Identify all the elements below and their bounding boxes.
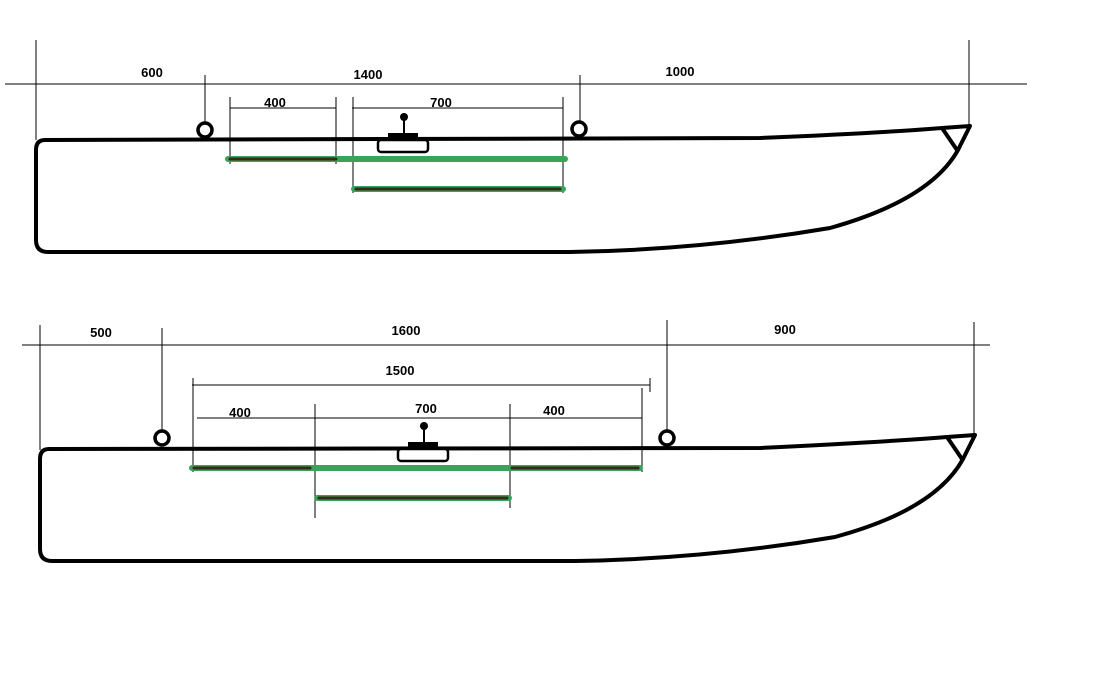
dim-label: 1500 <box>386 363 415 378</box>
ring-icon <box>658 429 676 447</box>
dim-label: 500 <box>90 325 112 340</box>
hull-bottom <box>38 433 977 563</box>
dim-label: 400 <box>543 403 565 418</box>
hull-top <box>34 124 972 254</box>
ring-icon <box>196 121 214 139</box>
winch-icon <box>396 422 450 463</box>
dim-label: 900 <box>774 322 796 337</box>
dim-label: 600 <box>141 65 163 80</box>
dim-label: 700 <box>430 95 452 110</box>
dim-label: 700 <box>415 401 437 416</box>
ring-icon <box>570 120 588 138</box>
dim-label: 1600 <box>392 323 421 338</box>
dim-label: 1000 <box>666 64 695 79</box>
dim-label: 1400 <box>354 67 383 82</box>
winch-icon <box>376 113 430 154</box>
dim-label: 400 <box>229 405 251 420</box>
dim-label: 400 <box>264 95 286 110</box>
ring-icon <box>153 429 171 447</box>
